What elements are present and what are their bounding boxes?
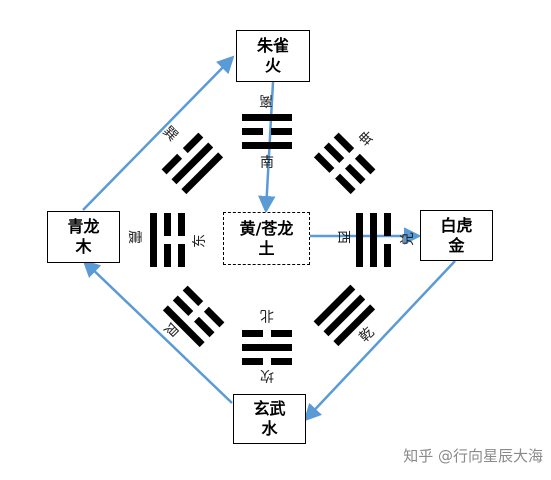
trigram-zhen — [150, 213, 185, 267]
direction-south: 南 — [260, 155, 274, 171]
arrow-north-to-east — [82, 259, 233, 404]
trigram-dui — [356, 213, 391, 267]
node-south-line1: 朱雀 — [256, 36, 289, 55]
trigram-dui-name: 兑 — [400, 232, 416, 246]
node-center-yellow-dragon: 黄/苍龙 土 — [223, 212, 310, 265]
trigram-qian — [313, 284, 376, 347]
direction-east: 东 — [192, 234, 208, 248]
node-west-white-tiger: 白虎 金 — [420, 210, 493, 261]
trigram-gen — [162, 285, 225, 348]
trigram-kan-name: 坎 — [260, 367, 274, 383]
node-east-line2: 木 — [75, 237, 92, 256]
node-south-vermilion-bird: 朱雀 火 — [236, 30, 310, 82]
node-east-azure-dragon: 青龙 木 — [47, 211, 120, 263]
trigram-xun — [161, 132, 224, 195]
node-west-line2: 金 — [448, 235, 465, 255]
node-east-line1: 青龙 — [67, 217, 100, 236]
trigram-kan — [242, 330, 292, 365]
node-north-black-tortoise: 玄武 水 — [233, 394, 306, 444]
trigram-kun — [313, 132, 376, 195]
node-center-line2: 土 — [258, 238, 275, 258]
node-center-line1: 黄/苍龙 — [239, 218, 294, 238]
node-west-line1: 白虎 — [440, 215, 473, 235]
trigram-li — [242, 114, 292, 149]
direction-west: 西 — [335, 230, 351, 244]
direction-north: 北 — [260, 307, 274, 323]
node-north-line2: 水 — [261, 419, 278, 438]
trigram-zhen-name: 震 — [126, 230, 142, 244]
node-north-line1: 玄武 — [253, 399, 286, 418]
watermark-text: 知乎 @行向星辰大海 — [403, 447, 543, 465]
node-south-line2: 火 — [264, 56, 281, 75]
arrow-east-to-south — [82, 55, 235, 211]
arrow-west-to-north — [303, 260, 456, 422]
trigram-li-name: 离 — [259, 92, 273, 108]
